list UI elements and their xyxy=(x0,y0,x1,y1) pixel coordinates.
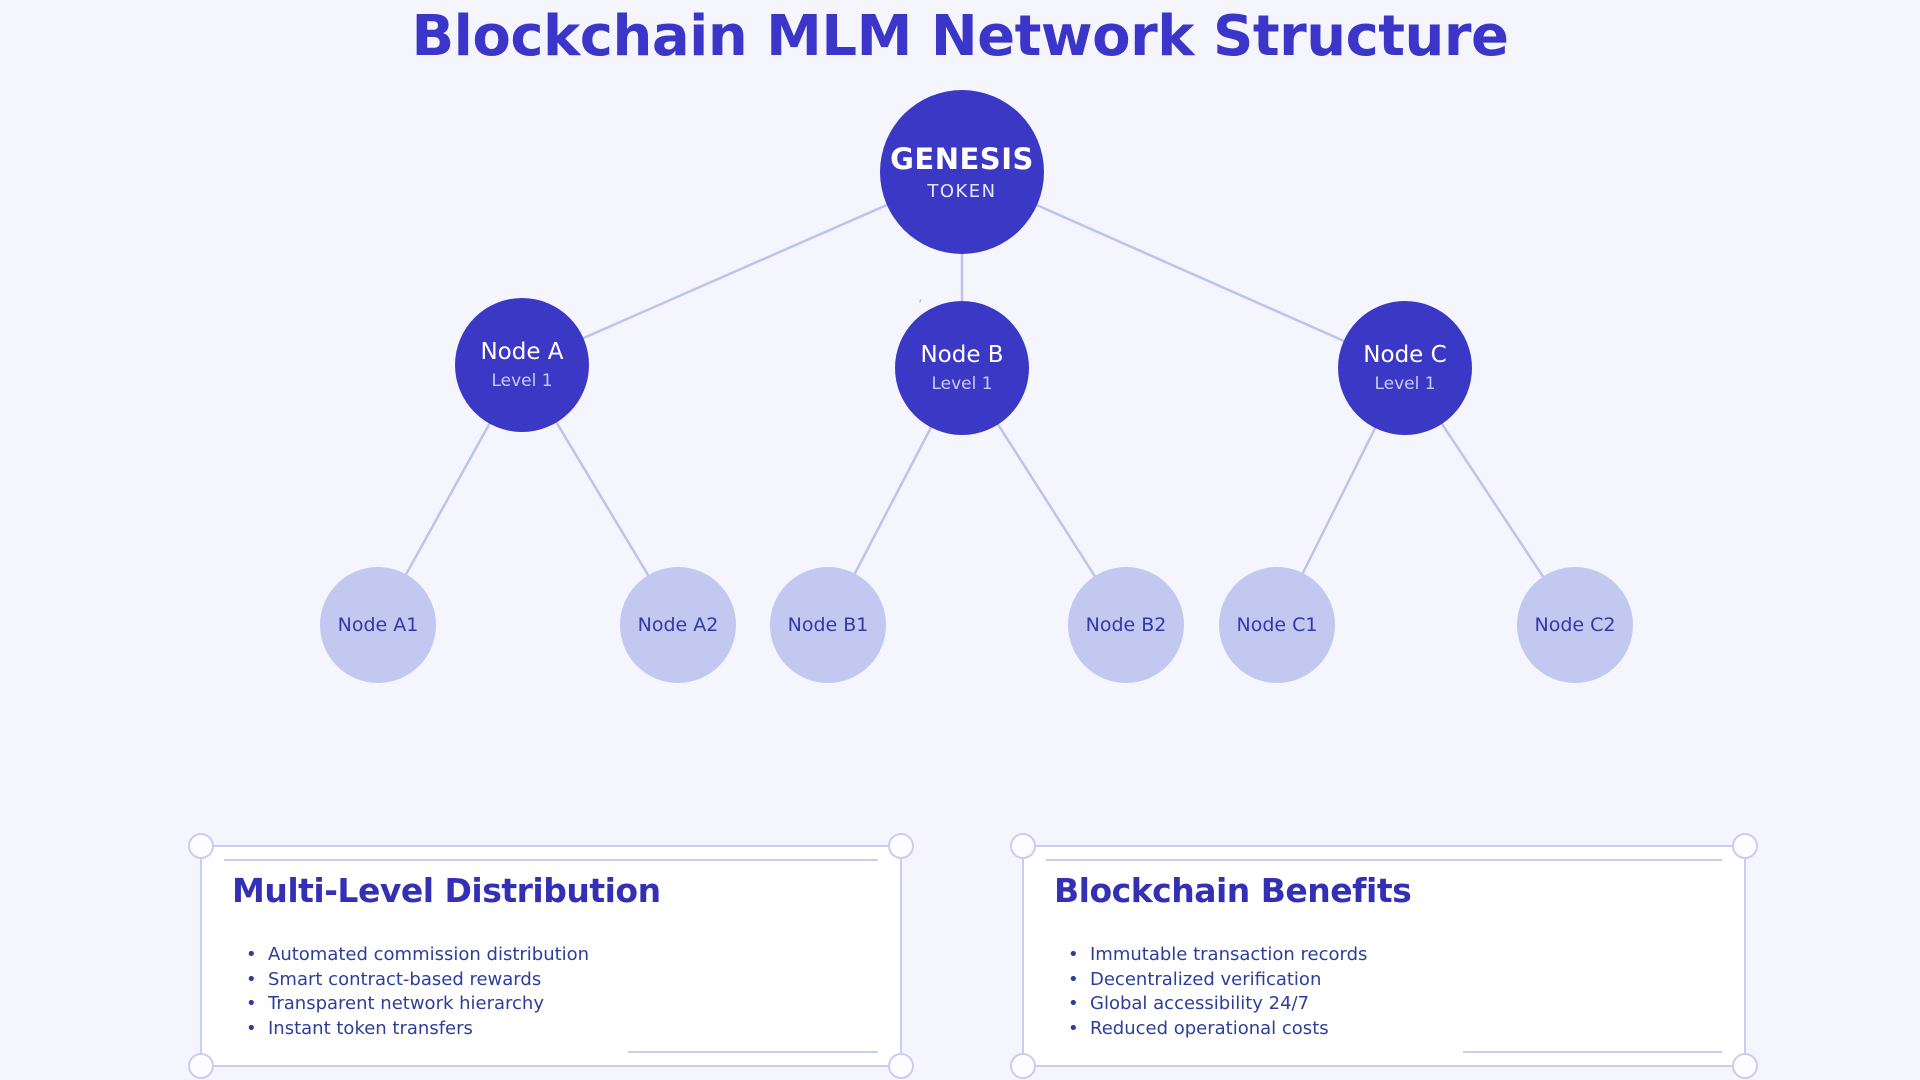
corner-ring-icon xyxy=(1732,833,1758,859)
node-b2-label: Node B2 xyxy=(1085,614,1167,636)
list-item: Automated commission distribution xyxy=(246,943,589,968)
genesis-node: GENESIS TOKEN xyxy=(880,90,1044,254)
list-item: Smart contract-based rewards xyxy=(246,968,589,993)
node-a: Node A Level 1 xyxy=(455,298,589,432)
card-title: Blockchain Benefits xyxy=(1054,871,1412,910)
node-c-label: Node C xyxy=(1363,342,1447,368)
node-b-sublabel: Level 1 xyxy=(931,374,993,394)
corner-ring-icon xyxy=(888,833,914,859)
card-list: Immutable transaction records Decentrali… xyxy=(1068,943,1367,1041)
node-b1: Node B1 xyxy=(770,567,886,683)
node-a1-label: Node A1 xyxy=(337,614,419,636)
genesis-node-label: GENESIS xyxy=(890,142,1034,176)
node-c1-label: Node C1 xyxy=(1236,614,1318,636)
stray-pen-mark: ’ xyxy=(918,298,923,314)
node-a2: Node A2 xyxy=(620,567,736,683)
list-item: Immutable transaction records xyxy=(1068,943,1367,968)
card-top-rule xyxy=(224,859,878,861)
card-top-rule xyxy=(1046,859,1722,861)
node-b1-label: Node B1 xyxy=(787,614,869,636)
corner-ring-icon xyxy=(1010,1053,1036,1079)
node-c2: Node C2 xyxy=(1517,567,1633,683)
node-c2-label: Node C2 xyxy=(1534,614,1616,636)
list-item: Transparent network hierarchy xyxy=(246,992,589,1017)
card-bottom-rule xyxy=(627,1051,878,1053)
corner-ring-icon xyxy=(888,1053,914,1079)
list-item: Reduced operational costs xyxy=(1068,1017,1367,1042)
node-a-label: Node A xyxy=(480,339,564,365)
card-blockchain-benefits: Blockchain Benefits Immutable transactio… xyxy=(1010,833,1758,1079)
corner-ring-icon xyxy=(1732,1053,1758,1079)
node-b-label: Node B xyxy=(920,342,1004,368)
list-item: Decentralized verification xyxy=(1068,968,1367,993)
node-c: Node C Level 1 xyxy=(1338,301,1472,435)
card-bottom-rule xyxy=(1463,1051,1722,1053)
node-b2: Node B2 xyxy=(1068,567,1184,683)
list-item: Global accessibility 24/7 xyxy=(1068,992,1367,1017)
list-item: Instant token transfers xyxy=(246,1017,589,1042)
node-b: Node B Level 1 xyxy=(895,301,1029,435)
node-a-sublabel: Level 1 xyxy=(491,371,553,391)
card-multi-level-distribution: Multi-Level Distribution Automated commi… xyxy=(188,833,914,1079)
card-list: Automated commission distribution Smart … xyxy=(246,943,589,1041)
node-a1: Node A1 xyxy=(320,567,436,683)
genesis-node-sublabel: TOKEN xyxy=(927,181,997,202)
corner-ring-icon xyxy=(188,1053,214,1079)
corner-ring-icon xyxy=(188,833,214,859)
corner-ring-icon xyxy=(1010,833,1036,859)
card-title: Multi-Level Distribution xyxy=(232,871,661,910)
node-c1: Node C1 xyxy=(1219,567,1335,683)
page-title: Blockchain MLM Network Structure xyxy=(411,4,1509,69)
node-c-sublabel: Level 1 xyxy=(1374,374,1436,394)
node-a2-label: Node A2 xyxy=(637,614,719,636)
